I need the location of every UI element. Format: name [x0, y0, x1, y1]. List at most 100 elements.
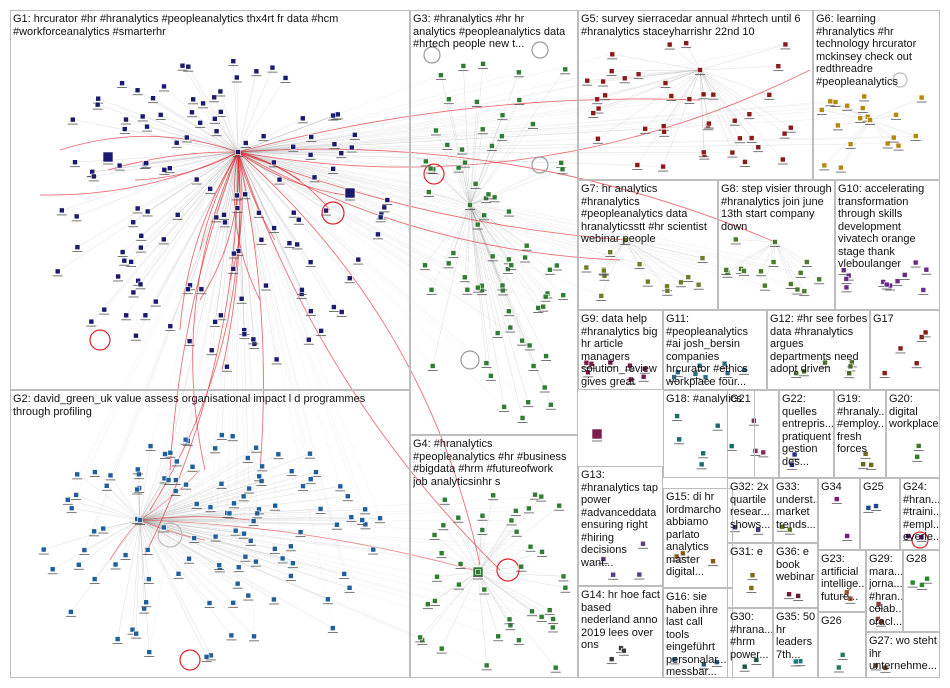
graph-node[interactable] — [143, 599, 149, 606]
graph-node[interactable] — [746, 111, 753, 117]
graph-node[interactable] — [68, 505, 75, 511]
graph-node[interactable] — [91, 528, 97, 535]
graph-node[interactable] — [683, 40, 689, 46]
graph-node[interactable] — [918, 94, 925, 101]
graph-node[interactable] — [307, 450, 313, 457]
graph-node[interactable] — [221, 212, 227, 218]
graph-node[interactable] — [100, 525, 107, 532]
graph-node[interactable] — [144, 208, 151, 215]
graph-node[interactable] — [272, 546, 278, 552]
graph-node[interactable] — [602, 92, 608, 99]
graph-node[interactable] — [207, 186, 213, 192]
graph-node[interactable] — [273, 356, 280, 363]
graph-node[interactable] — [793, 370, 799, 376]
graph-node[interactable] — [748, 585, 755, 591]
graph-node[interactable] — [299, 287, 305, 293]
graph-node[interactable] — [446, 96, 452, 103]
graph-node[interactable] — [821, 162, 828, 169]
graph-node[interactable] — [481, 212, 487, 219]
graph-node[interactable] — [90, 173, 97, 180]
graph-node[interactable] — [723, 267, 730, 273]
graph-node[interactable] — [134, 466, 141, 473]
graph-node[interactable] — [330, 166, 336, 172]
graph-node[interactable] — [229, 433, 236, 440]
graph-node[interactable] — [893, 112, 899, 118]
graph-node[interactable] — [167, 449, 174, 456]
graph-node[interactable] — [450, 250, 457, 256]
graph-node[interactable] — [881, 370, 888, 376]
graph-node[interactable] — [438, 72, 444, 78]
graph-node[interactable] — [609, 51, 616, 58]
graph-node[interactable] — [330, 625, 336, 631]
graph-node[interactable] — [185, 286, 191, 293]
graph-node[interactable] — [782, 41, 789, 48]
graph-node[interactable] — [518, 563, 524, 570]
graph-node[interactable] — [59, 207, 65, 214]
graph-node[interactable] — [313, 469, 319, 475]
graph-node[interactable] — [844, 102, 850, 109]
graph-node[interactable] — [275, 451, 282, 458]
graph-node[interactable] — [167, 323, 174, 329]
graph-node[interactable] — [102, 151, 114, 163]
graph-node[interactable] — [489, 143, 495, 149]
graph-node[interactable] — [919, 582, 925, 588]
graph-node[interactable] — [233, 74, 240, 81]
graph-node[interactable] — [377, 515, 383, 522]
graph-node[interactable] — [797, 270, 804, 276]
graph-node[interactable] — [253, 68, 260, 75]
graph-node[interactable] — [843, 589, 850, 596]
graph-node[interactable] — [348, 144, 355, 151]
graph-node[interactable] — [591, 428, 603, 440]
graph-node[interactable] — [165, 477, 172, 483]
graph-node[interactable] — [912, 259, 919, 266]
graph-node[interactable] — [137, 517, 143, 523]
graph-node[interactable] — [433, 127, 439, 134]
graph-node[interactable] — [861, 93, 868, 100]
graph-node[interactable] — [337, 483, 344, 490]
graph-node[interactable] — [479, 512, 486, 519]
graph-node[interactable] — [697, 67, 703, 73]
graph-node[interactable] — [488, 373, 494, 379]
graph-node[interactable] — [288, 468, 295, 474]
graph-node[interactable] — [114, 636, 121, 642]
graph-node[interactable] — [130, 289, 137, 296]
graph-node[interactable] — [499, 112, 506, 118]
graph-node[interactable] — [728, 443, 735, 449]
graph-node[interactable] — [897, 345, 904, 352]
graph-node[interactable] — [242, 553, 249, 560]
graph-node[interactable] — [234, 192, 240, 199]
graph-node[interactable] — [781, 130, 788, 137]
graph-node[interactable] — [219, 432, 225, 438]
graph-node[interactable] — [676, 436, 682, 443]
graph-node[interactable] — [198, 286, 205, 293]
graph-node[interactable] — [200, 100, 206, 107]
graph-node[interactable] — [186, 555, 192, 562]
graph-node[interactable] — [489, 253, 496, 260]
graph-node[interactable] — [882, 665, 889, 671]
graph-node[interactable] — [185, 63, 192, 70]
graph-node[interactable] — [923, 266, 930, 273]
graph-node[interactable] — [485, 191, 492, 198]
graph-node[interactable] — [212, 445, 218, 452]
graph-node[interactable] — [878, 618, 884, 625]
graph-node[interactable] — [307, 259, 314, 265]
graph-node[interactable] — [116, 162, 123, 169]
graph-node[interactable] — [636, 261, 643, 267]
graph-node[interactable] — [432, 598, 438, 604]
graph-node[interactable] — [459, 146, 465, 153]
graph-node[interactable] — [175, 571, 182, 577]
graph-node[interactable] — [115, 273, 121, 280]
graph-node[interactable] — [189, 463, 196, 470]
graph-node[interactable] — [112, 561, 119, 568]
graph-node[interactable] — [344, 493, 351, 500]
graph-node[interactable] — [161, 167, 168, 173]
graph-node[interactable] — [789, 462, 795, 468]
graph-node[interactable] — [467, 202, 473, 208]
graph-node[interactable] — [250, 336, 257, 343]
graph-node[interactable] — [242, 140, 249, 146]
graph-node[interactable] — [770, 259, 777, 265]
graph-node[interactable] — [240, 493, 247, 500]
graph-node[interactable] — [539, 549, 545, 555]
graph-node[interactable] — [230, 266, 237, 272]
graph-node[interactable] — [306, 336, 312, 343]
